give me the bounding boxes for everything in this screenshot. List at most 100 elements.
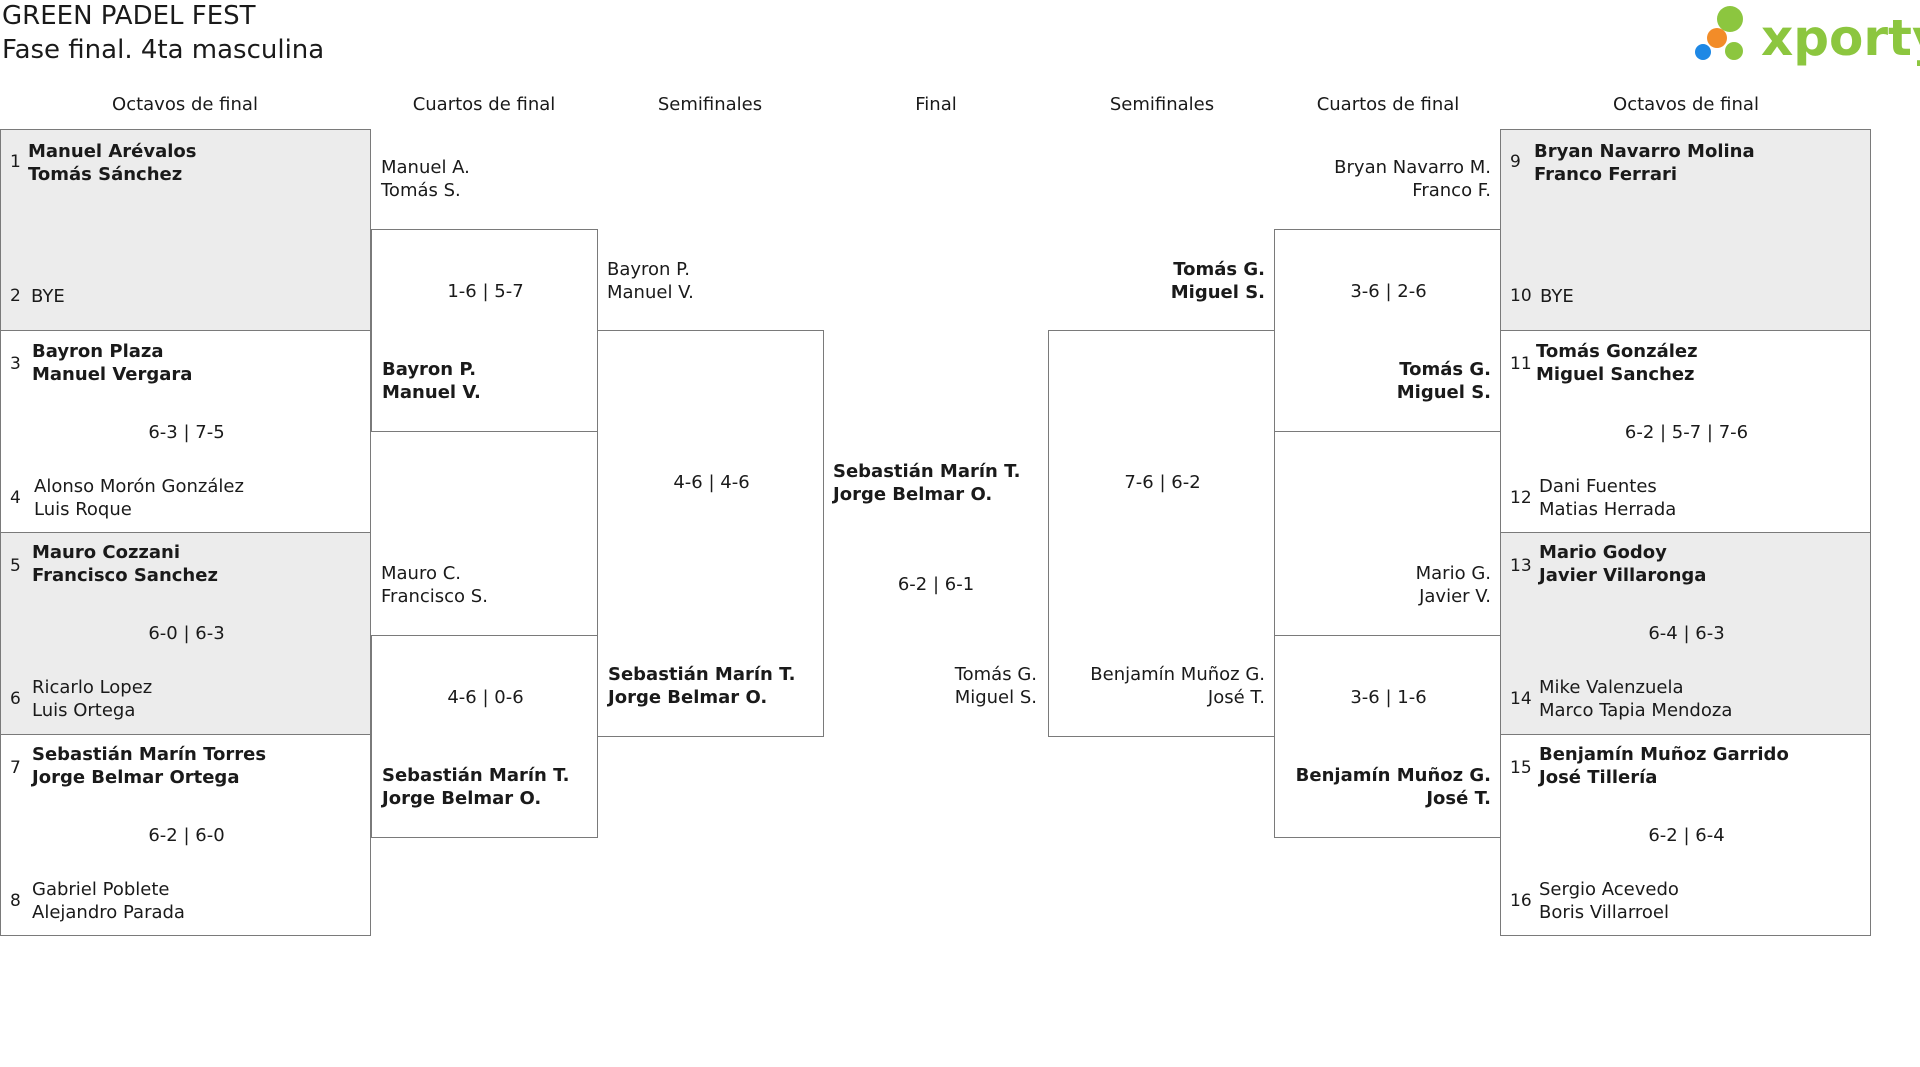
match-score: 6-2 | 6-4 — [1648, 825, 1725, 846]
player-name: Mario G. — [1415, 563, 1491, 584]
player-name: Manuel V. — [382, 382, 481, 403]
logo-dot-green — [1717, 6, 1743, 32]
seed-number: 1 — [10, 152, 21, 172]
round-header-left-qf: Cuartos de final — [412, 94, 556, 115]
player-name: Gabriel Poblete — [32, 879, 170, 900]
match-left-qf-1[interactable]: 1-6 | 5-7 Bayron P. Manuel V. — [371, 229, 598, 432]
round-header-right-r16: Octavos de final — [1613, 94, 1759, 115]
match-right-sf[interactable]: 7-6 | 6-2 Benjamín Muñoz G. José T. — [1048, 330, 1275, 737]
player-name: Franco F. — [1412, 180, 1491, 201]
player-name: Manuel Arévalos — [28, 141, 197, 162]
player-name: Luis Roque — [34, 499, 132, 520]
player-name: Marco Tapia Mendoza — [1539, 700, 1733, 721]
player-name: Sebastián Marín T. — [382, 765, 570, 786]
player-name: Tomás Sánchez — [28, 164, 183, 185]
player-name: José Tillería — [1539, 767, 1658, 788]
seed-number: 11 — [1510, 354, 1532, 374]
player-name: Tomás G. — [954, 664, 1037, 685]
match-score: 4-6 | 0-6 — [447, 687, 524, 708]
round-header-left-r16: Octavos de final — [112, 94, 258, 115]
player-name: Tomás G. — [1399, 359, 1491, 380]
player-name: Miguel S. — [954, 687, 1037, 708]
player-name: Tomás S. — [381, 180, 461, 201]
match-score: 6-4 | 6-3 — [1648, 623, 1725, 644]
seed-number: 15 — [1510, 758, 1532, 778]
round-header-final: Final — [915, 94, 957, 115]
player-name: Mauro C. — [381, 563, 461, 584]
player-name: Franco Ferrari — [1534, 164, 1678, 185]
player-name: Bryan Navarro M. — [1334, 157, 1491, 178]
seed-number: 2 — [10, 286, 21, 306]
player-name: Sebastián Marín T. — [608, 664, 796, 685]
xporty-logo: xporty — [1695, 6, 1920, 70]
match-left-r16-4[interactable]: 7 Sebastián Marín Torres Jorge Belmar Or… — [0, 734, 371, 936]
seed-number: 9 — [1510, 152, 1521, 172]
match-score: 7-6 | 6-2 — [1124, 472, 1201, 493]
round-header-left-sf: Semifinales — [657, 94, 763, 115]
player-name: Bayron P. — [607, 259, 690, 280]
player-name: Francisco S. — [381, 586, 488, 607]
player-name: Luis Ortega — [32, 700, 136, 721]
player-name: Alonso Morón González — [34, 476, 244, 497]
player-name: Sebastián Marín T. — [833, 461, 1021, 482]
player-name: Benjamín Muñoz Garrido — [1539, 744, 1789, 765]
player-name: Dani Fuentes — [1539, 476, 1657, 497]
event-title: GREEN PADEL FEST — [2, 1, 256, 31]
player-name: Jorge Belmar Ortega — [32, 767, 240, 788]
match-left-r16-3[interactable]: 5 Mauro Cozzani Francisco Sanchez 6-0 | … — [0, 532, 371, 735]
player-name: Jorge Belmar O. — [833, 484, 993, 505]
match-right-qf-1[interactable]: 3-6 | 2-6 Tomás G. Miguel S. — [1274, 229, 1501, 432]
player-name: Miguel S. — [1396, 382, 1491, 403]
player-name: Benjamín Muñoz G. — [1295, 765, 1491, 786]
player-name: BYE — [1540, 286, 1574, 307]
player-name: Miguel Sanchez — [1536, 364, 1695, 385]
player-name: José T. — [1426, 788, 1491, 809]
match-score: 3-6 | 2-6 — [1350, 281, 1427, 302]
player-name: Manuel Vergara — [32, 364, 193, 385]
seed-number: 8 — [10, 891, 21, 911]
player-name: Boris Villarroel — [1539, 902, 1669, 923]
player-name: Miguel S. — [1170, 282, 1265, 303]
match-score: 6-2 | 5-7 | 7-6 — [1624, 422, 1749, 443]
seed-number: 16 — [1510, 891, 1532, 911]
player-name: Jorge Belmar O. — [382, 788, 542, 809]
round-header-right-sf: Semifinales — [1109, 94, 1215, 115]
seed-number: 3 — [10, 354, 21, 374]
seed-number: 10 — [1510, 286, 1532, 306]
seed-number: 14 — [1510, 689, 1532, 709]
match-score: 6-3 | 7-5 — [148, 422, 225, 443]
logo-dot-blue — [1695, 44, 1711, 60]
match-score: 4-6 | 4-6 — [673, 472, 750, 493]
match-left-sf[interactable]: 4-6 | 4-6 Sebastián Marín T. Jorge Belma… — [597, 330, 824, 737]
seed-number: 7 — [10, 758, 21, 778]
match-right-qf-2[interactable]: 3-6 | 1-6 Benjamín Muñoz G. José T. — [1274, 635, 1501, 838]
player-name: Bryan Navarro Molina — [1534, 141, 1755, 162]
player-name: Jorge Belmar O. — [608, 687, 768, 708]
player-name: Tomás González — [1536, 341, 1698, 362]
player-name: Alejandro Parada — [32, 902, 185, 923]
player-name: Manuel A. — [381, 157, 470, 178]
player-name: José T. — [1207, 687, 1265, 708]
seed-number: 4 — [10, 488, 21, 508]
match-score: 1-6 | 5-7 — [447, 281, 524, 302]
player-name: Javier V. — [1419, 586, 1491, 607]
player-name: Tomás G. — [1173, 259, 1265, 280]
match-right-r16-4[interactable]: 15 Benjamín Muñoz Garrido José Tillería … — [1500, 734, 1871, 936]
match-left-qf-2[interactable]: 4-6 | 0-6 Sebastián Marín T. Jorge Belma… — [371, 635, 598, 838]
player-name: Bayron P. — [382, 359, 477, 380]
logo-dot-orange — [1707, 28, 1727, 48]
match-score: 6-2 | 6-0 — [148, 825, 225, 846]
player-name: Matias Herrada — [1539, 499, 1677, 520]
match-right-r16-3[interactable]: 13 Mario Godoy Javier Villaronga 6-4 | 6… — [1500, 532, 1871, 735]
match-right-r16-1[interactable]: 9 Bryan Navarro Molina Franco Ferrari 10… — [1500, 129, 1871, 331]
match-left-r16-1[interactable]: 1 Manuel Arévalos Tomás Sánchez 2 BYE — [0, 129, 371, 331]
player-name: Sebastián Marín Torres — [32, 744, 267, 765]
round-header-right-qf: Cuartos de final — [1316, 94, 1460, 115]
seed-number: 13 — [1510, 556, 1532, 576]
player-name: Sergio Acevedo — [1539, 879, 1679, 900]
match-right-r16-2[interactable]: 11 Tomás González Miguel Sanchez 6-2 | 5… — [1500, 330, 1871, 533]
match-left-r16-2[interactable]: 3 Bayron Plaza Manuel Vergara 6-3 | 7-5 … — [0, 330, 371, 533]
player-name: Mario Godoy — [1539, 542, 1667, 563]
seed-number: 12 — [1510, 488, 1532, 508]
match-score: 6-0 | 6-3 — [148, 623, 225, 644]
